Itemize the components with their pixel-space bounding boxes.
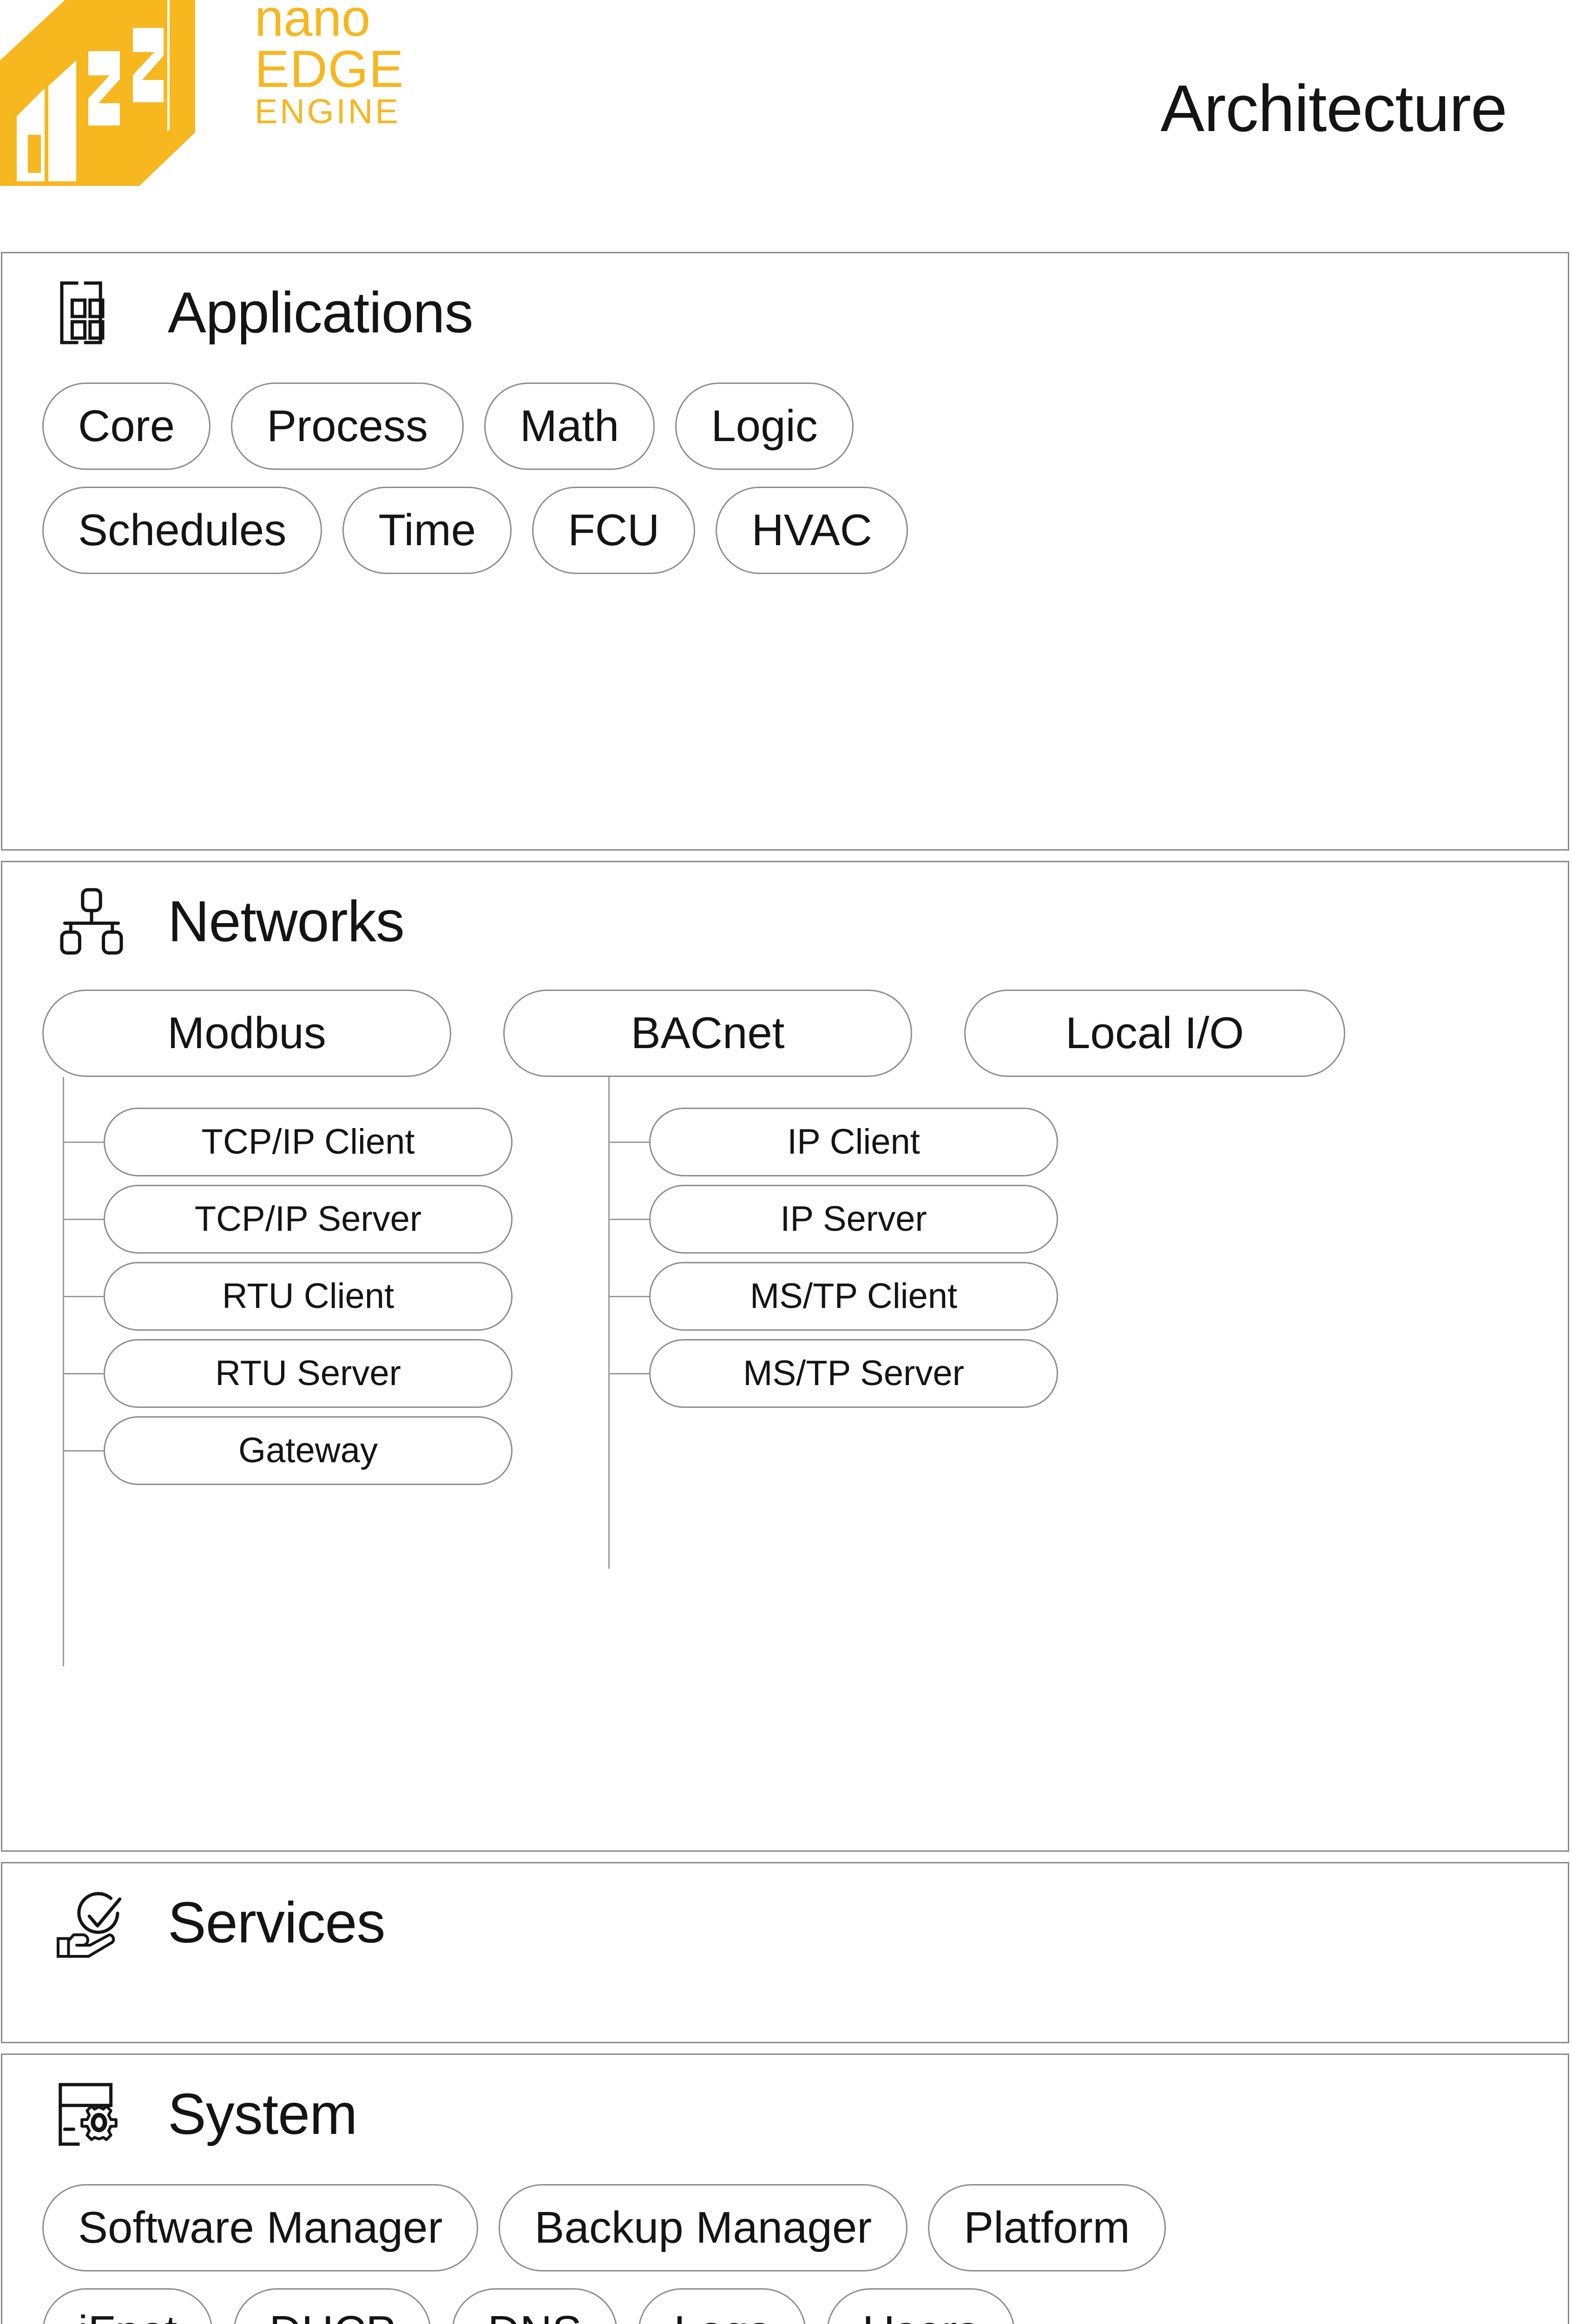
app-pill-process[interactable]: Process — [231, 383, 464, 470]
net-sub-pill-ip-client[interactable]: IP Client — [649, 1108, 1058, 1176]
net-pill-bacnet[interactable]: BACnet — [503, 990, 912, 1077]
app-pill-math[interactable]: Math — [484, 383, 655, 470]
applications-row-1: Core Process Math Logic — [42, 383, 1528, 470]
tree-item-modbus-3: RTU Client — [104, 1262, 513, 1331]
system-row-2: iFnet DHCP DNS Logs Users — [42, 2288, 1528, 2324]
brand-word-edge: EDGE — [255, 40, 404, 98]
tree-item-modbus-2: TCP/IP Server — [104, 1185, 513, 1254]
networks-content: Modbus BACnet Local I/O TCP/IP Client TC… — [2, 941, 1568, 1685]
net-sub-pill-rtu-server[interactable]: RTU Server — [104, 1339, 513, 1408]
tree-item-modbus-5: Gateway — [104, 1416, 513, 1485]
section-applications: Applications Core Process Math Logic Sch… — [1, 252, 1569, 851]
tree-item-bacnet-1: IP Client — [649, 1108, 1058, 1176]
networks-top-row: Modbus BACnet Local I/O — [42, 990, 1568, 1077]
tree-item-bacnet-4: MS/TP Server — [649, 1339, 1058, 1408]
nee-logo-mark-icon — [0, 0, 195, 186]
brand-wordmark: nano EDGE ENGINE — [255, 0, 404, 128]
sys-pill-backup-manager[interactable]: Backup Manager — [499, 2184, 908, 2271]
brand-word-engine: ENGINE — [255, 92, 401, 131]
app-pill-hvac[interactable]: HVAC — [716, 487, 908, 574]
section-header-applications: Applications — [2, 253, 1568, 332]
window-gear-icon — [54, 2077, 129, 2152]
section-services: Services — [1, 1862, 1569, 2043]
net-pill-modbus[interactable]: Modbus — [42, 990, 451, 1077]
section-title-applications: Applications — [168, 281, 474, 345]
net-sub-pill-gateway[interactable]: Gateway — [104, 1416, 513, 1485]
section-system: System Software Manager Backup Manager P… — [1, 2053, 1569, 2324]
net-sub-pill-ip-server[interactable]: IP Server — [649, 1185, 1058, 1254]
brand-word-nano: nano — [255, 0, 371, 47]
hand-check-icon — [54, 1886, 129, 1960]
sys-pill-users[interactable]: Users — [827, 2288, 1015, 2324]
applications-pill-groups: Core Process Math Logic Schedules Time F… — [2, 332, 1568, 574]
net-sub-pill-tcpip-server[interactable]: TCP/IP Server — [104, 1185, 513, 1254]
net-sub-pill-tcpip-client[interactable]: TCP/IP Client — [104, 1108, 513, 1176]
tree-item-modbus-1: TCP/IP Client — [104, 1108, 513, 1176]
brand-logo: nano EDGE ENGINE — [0, 0, 404, 186]
sys-pill-software-manager[interactable]: Software Manager — [42, 2184, 479, 2271]
app-pill-core[interactable]: Core — [42, 383, 211, 470]
app-pill-time[interactable]: Time — [342, 487, 512, 574]
sys-pill-dns[interactable]: DNS — [452, 2288, 618, 2324]
modbus-tree-trunk — [63, 1077, 64, 1666]
section-title-services: Services — [168, 1891, 385, 1955]
net-pill-local-io[interactable]: Local I/O — [964, 990, 1345, 1077]
net-sub-pill-mstp-server[interactable]: MS/TP Server — [649, 1339, 1058, 1408]
app-pill-fcu[interactable]: FCU — [532, 487, 696, 574]
sys-pill-ifnet[interactable]: iFnet — [42, 2288, 213, 2324]
sys-pill-logs[interactable]: Logs — [638, 2288, 807, 2324]
net-sub-pill-rtu-client[interactable]: RTU Client — [104, 1262, 513, 1331]
section-title-networks: Networks — [168, 890, 405, 954]
section-title-system: System — [168, 2082, 357, 2146]
net-sub-pill-mstp-client[interactable]: MS/TP Client — [649, 1262, 1058, 1331]
networks-subtrees: TCP/IP Client TCP/IP Server RTU Client R… — [42, 1077, 1568, 1666]
app-pill-schedules[interactable]: Schedules — [42, 487, 322, 574]
tree-item-bacnet-2: IP Server — [649, 1185, 1058, 1254]
section-networks: Networks Modbus BACnet Local I/O TCP/IP … — [1, 861, 1569, 1852]
sys-pill-platform[interactable]: Platform — [928, 2184, 1166, 2271]
tree-item-bacnet-3: MS/TP Client — [649, 1262, 1058, 1331]
page-header: nano EDGE ENGINE Architecture — [0, 0, 1572, 242]
tree-item-modbus-4: RTU Server — [104, 1339, 513, 1408]
page-title: Architecture — [1160, 72, 1507, 145]
applications-row-2: Schedules Time FCU HVAC — [42, 487, 1528, 574]
bacnet-subtree: IP Client IP Server MS/TP Client MS/TP S… — [588, 1077, 1058, 1569]
app-pill-logic[interactable]: Logic — [675, 383, 854, 470]
section-header-networks: Networks — [2, 862, 1568, 941]
system-pill-groups: Software Manager Backup Manager Platform… — [2, 2134, 1568, 2324]
apps-grid-icon — [54, 276, 129, 350]
section-header-system: System — [2, 2055, 1568, 2134]
bacnet-tree-trunk — [608, 1077, 610, 1569]
sys-pill-dhcp[interactable]: DHCP — [233, 2288, 432, 2324]
network-hierarchy-icon — [54, 885, 129, 959]
modbus-subtree: TCP/IP Client TCP/IP Server RTU Client R… — [42, 1077, 513, 1666]
section-header-services: Services — [2, 1863, 1568, 1942]
system-row-1: Software Manager Backup Manager Platform — [42, 2184, 1528, 2271]
